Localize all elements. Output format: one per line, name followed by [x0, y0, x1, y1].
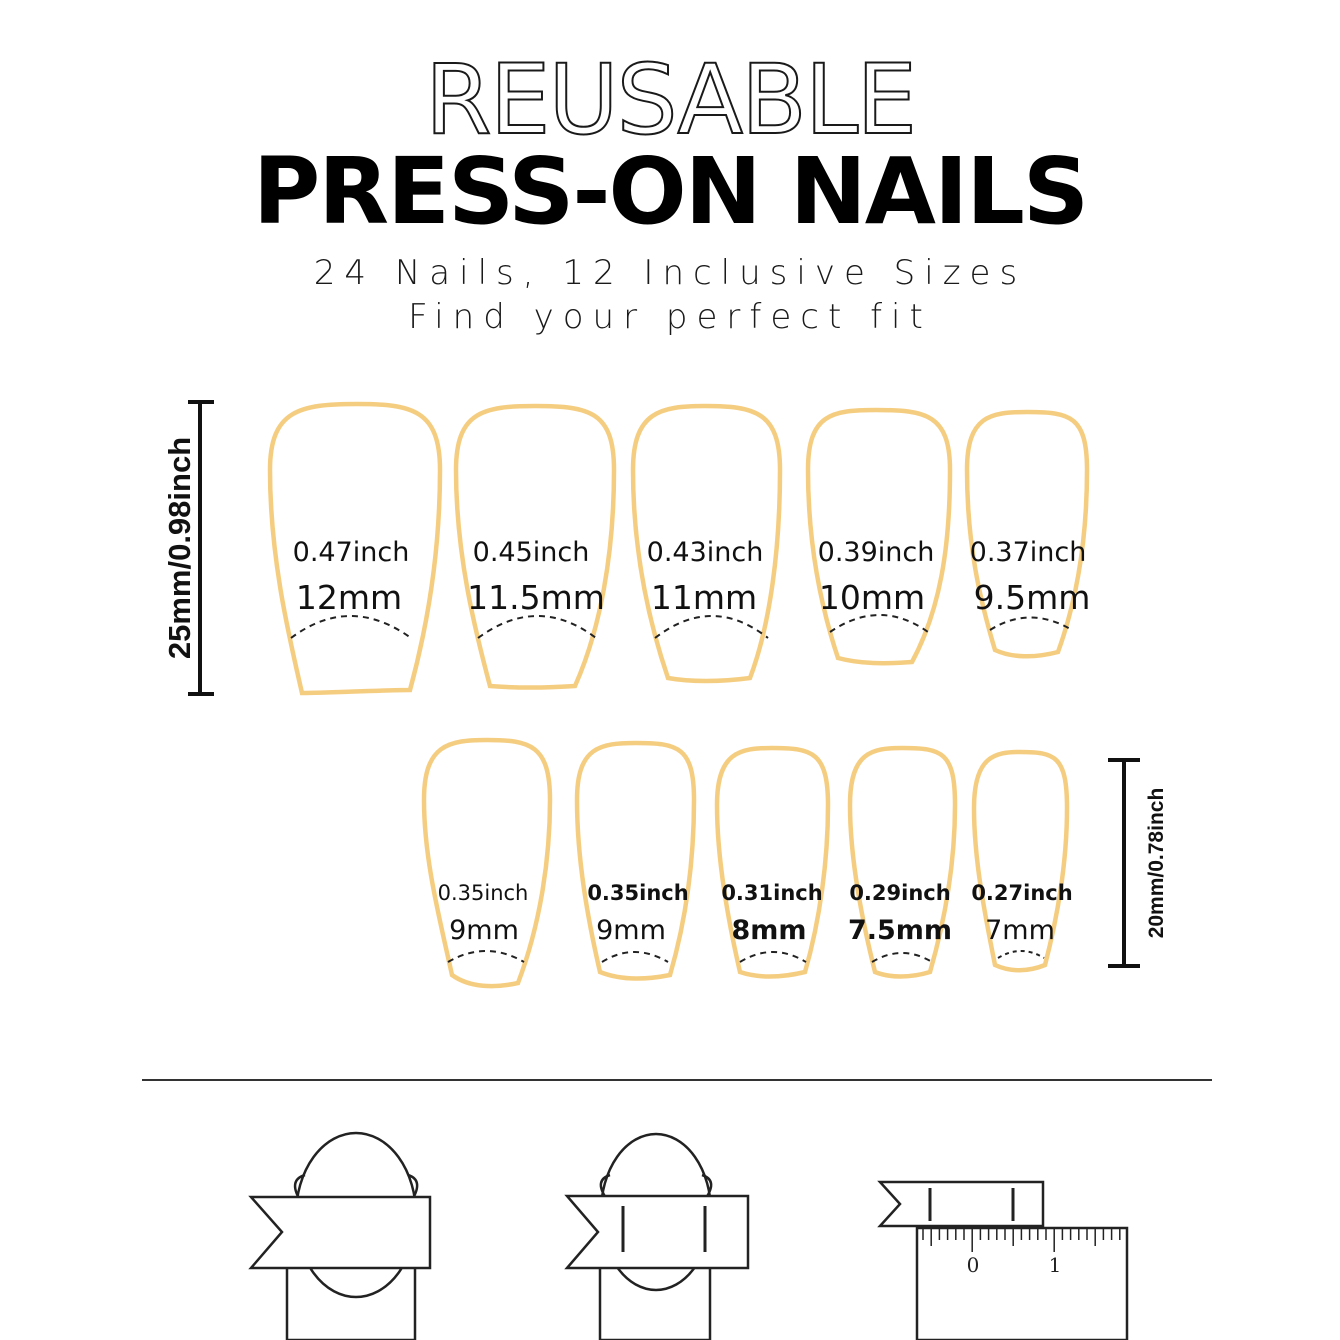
nail-inch-label: 0.45inch	[473, 537, 590, 568]
nail-inch-label: 0.43inch	[647, 537, 764, 568]
nail-mm-label: 9.5mm	[974, 578, 1091, 617]
nail-mm-label: 8mm	[731, 915, 806, 946]
nail-9mm-a: 0.35inch 9mm	[421, 737, 553, 989]
ruler-label-0: 0	[967, 1253, 980, 1277]
nail-8mm: 0.31inch 8mm	[714, 745, 831, 979]
nail-inch-label: 0.29inch	[849, 881, 950, 905]
subtitle-nail-count: 24 Nails, 12 Inclusive Sizes	[313, 253, 1027, 293]
small-length-indicator: 20mm/0.78inch	[1108, 758, 1168, 968]
nail-inch-label: 0.37inch	[970, 537, 1087, 568]
nail-mm-label: 11mm	[651, 578, 757, 617]
nail-mm-label: 10mm	[819, 578, 925, 617]
nail-10mm: 0.39inch 10mm	[805, 407, 953, 666]
nail-11mm: 0.43inch 11mm	[630, 403, 783, 684]
nail-inch-label: 0.27inch	[971, 881, 1072, 905]
nail-mm-label: 12mm	[296, 578, 402, 617]
subtitle-fit: Find your perfect fit	[408, 297, 932, 337]
title-reusable: REUSABLE	[424, 44, 918, 156]
nail-inch-label: 0.39inch	[818, 537, 935, 568]
nail-mm-label: 9mm	[449, 915, 519, 946]
nail-9-5mm: 0.37inch 9.5mm	[964, 409, 1091, 659]
nail-inch-label: 0.31inch	[721, 881, 822, 905]
nail-mm-label: 11.5mm	[467, 578, 605, 617]
nail-9mm-b: 0.35inch 9mm	[574, 740, 697, 981]
nail-mm-label: 9mm	[596, 915, 666, 946]
nail-inch-label: 0.35inch	[587, 881, 688, 905]
nail-inch-label: 0.47inch	[293, 537, 410, 568]
nail-mm-label: 7.5mm	[848, 915, 952, 946]
nail-11-5mm: 0.45inch 11.5mm	[453, 403, 617, 690]
large-length-label: 25mm/0.98inch	[162, 437, 197, 659]
nail-inch-label: 0.35inch	[438, 881, 529, 905]
small-length-label: 20mm/0.78inch	[1145, 788, 1168, 939]
nails-row-small: 0.35inch 9mm 0.35inch 9mm 0.31inch 8mm 0…	[421, 737, 1073, 989]
step-wrap-tape-icon	[248, 1131, 432, 1340]
nail-mm-label: 7mm	[985, 915, 1055, 946]
nail-7mm: 0.27inch 7mm	[971, 749, 1073, 973]
title-press-on-nails: PRESS-ON NAILS	[252, 138, 1089, 245]
nails-row-large: 0.47inch 12mm 0.45inch 11.5mm 0.43inch 1…	[267, 401, 1091, 696]
large-length-indicator: 25mm/0.98inch	[162, 400, 214, 696]
ruler-label-1: 1	[1049, 1253, 1062, 1277]
step-ruler-icon: 0 1	[877, 1180, 1129, 1340]
nail-7-5mm: 0.29inch 7.5mm	[847, 745, 958, 979]
ruler-ticks	[922, 1228, 1121, 1252]
nail-12mm: 0.47inch 12mm	[267, 401, 443, 696]
step-mark-tape-icon	[564, 1132, 750, 1340]
